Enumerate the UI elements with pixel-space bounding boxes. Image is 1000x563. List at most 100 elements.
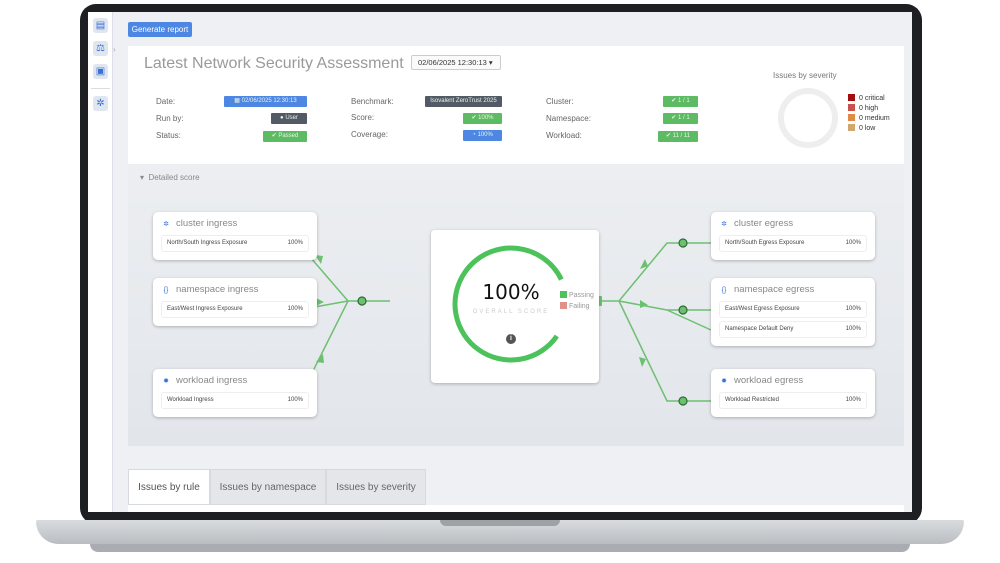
label: Failing	[568, 303, 590, 310]
date-value: 02/06/2025 12:30:13	[241, 98, 297, 104]
check-name: Namespace Default Deny	[725, 326, 794, 332]
check-score: 100%	[845, 326, 861, 332]
check-name: Workload Restricted	[725, 397, 779, 403]
runby-value: User	[285, 115, 298, 121]
check-score: 100%	[287, 240, 303, 246]
tab-issues-by-severity[interactable]: Issues by severity	[326, 469, 426, 505]
arrow-icon	[639, 357, 646, 367]
check-name: North/South Egress Exposure	[725, 240, 805, 246]
check-name: East/West Ingress Exposure	[167, 306, 243, 312]
check-row[interactable]: North/South Egress Exposure 100%	[719, 235, 867, 252]
benchmark-label: Benchmark:	[351, 97, 394, 106]
workload-label: Workload:	[546, 131, 582, 140]
kubernetes-icon[interactable]: ✲	[93, 96, 108, 111]
report-icon[interactable]: ▤	[93, 18, 108, 33]
arrow-icon	[316, 354, 324, 363]
count: 0	[859, 115, 863, 122]
label: high	[864, 105, 879, 112]
check-name: North/South Ingress Exposure	[167, 240, 248, 246]
card-title-text: workload ingress	[176, 375, 248, 386]
count: 0	[859, 125, 863, 132]
assessment-date-select[interactable]: 02/06/2025 12:30:13 ▾	[411, 55, 501, 70]
sidebar: ▤ ⚖ ▣ ✲	[88, 12, 113, 512]
laptop-base-bottom	[90, 544, 910, 552]
egress-lines	[598, 242, 712, 402]
score-value: 100%	[478, 115, 494, 121]
junction-node	[357, 296, 367, 306]
sidebar-divider	[91, 88, 110, 89]
overall-score-label: OVERALL SCORE	[472, 309, 550, 315]
date-badge: ▦ 02/06/2025 12:30:13	[224, 96, 307, 107]
tab-issues-by-rule[interactable]: Issues by rule	[128, 469, 210, 505]
check-icon: ✔	[665, 133, 673, 139]
cluster-icon: ✲	[721, 221, 727, 228]
check-row[interactable]: North/South Ingress Exposure 100%	[161, 235, 309, 252]
caret-down-icon: ▾	[140, 173, 145, 182]
namespace-badge: ✔ 1 / 1	[663, 113, 698, 124]
assessment-summary-card: Latest Network Security Assessment 02/06…	[128, 46, 904, 164]
label: medium	[864, 115, 890, 122]
coverage-label: Coverage:	[351, 130, 388, 139]
severity-critical: 0 critical	[848, 94, 885, 102]
check-row[interactable]: Workload Restricted 100%	[719, 392, 867, 409]
legend-passing: Passing	[560, 291, 594, 299]
check-name: East/West Egress Exposure	[725, 306, 800, 312]
status-label: Status:	[156, 131, 181, 140]
workload-icon: ✹	[163, 378, 169, 385]
overall-score-card: 100% OVERALL SCORE i Passing Failing	[431, 230, 599, 383]
page-title: Latest Network Security Assessment	[144, 55, 404, 72]
card-title-text: workload egress	[734, 375, 804, 386]
check-icon: ✔	[471, 115, 479, 121]
workload-badge: ✔ 11 / 11	[658, 131, 698, 142]
info-icon[interactable]: i	[506, 334, 516, 344]
card-title: ✲ cluster egress	[719, 218, 793, 230]
severity-medium: 0 medium	[848, 114, 890, 122]
score-badge: ✔ 100%	[463, 113, 502, 124]
legend-swatch	[560, 291, 567, 298]
gauge-icon: ◔	[472, 132, 478, 138]
severity-low: 0 low	[848, 124, 875, 132]
user-icon: ●	[280, 115, 286, 121]
legend-swatch	[560, 302, 567, 309]
card-title-text: cluster egress	[734, 218, 794, 229]
count: 0	[859, 95, 863, 102]
label: low	[864, 125, 876, 132]
legend-swatch	[848, 94, 855, 101]
severity-donut	[778, 88, 838, 148]
namespace-icon: {}	[163, 287, 169, 294]
overall-score-value: 100%	[482, 280, 540, 304]
sidebar-expand-chevron-icon[interactable]: ›	[113, 45, 116, 54]
arrow-icon	[315, 255, 323, 264]
legend-failing: Failing	[560, 302, 590, 310]
check-score: 100%	[845, 240, 861, 246]
card-title: {}namespace ingress	[161, 284, 259, 296]
status-value: Passed	[278, 133, 299, 139]
namespace-icon: {}	[721, 287, 727, 294]
tab-issues-by-namespace[interactable]: Issues by namespace	[210, 469, 326, 505]
cluster-badge: ✔ 1 / 1	[663, 96, 698, 107]
cluster-icon: ✲	[163, 221, 169, 228]
card-title: {}namespace egress	[719, 284, 815, 296]
detailed-score-toggle[interactable]: ▾ Detailed score	[140, 173, 200, 182]
overall-score-gauge	[452, 245, 570, 363]
dashboard-icon[interactable]: ▣	[93, 64, 108, 79]
toggle-label: Detailed score	[148, 173, 200, 182]
check-row[interactable]: Namespace Default Deny 100%	[719, 321, 867, 338]
legend-swatch	[848, 104, 855, 111]
card-title: ✹workload egress	[719, 375, 803, 387]
generate-report-button[interactable]: Generate report	[128, 22, 192, 37]
gauge-arc	[452, 245, 570, 363]
coverage-badge: ◔ 100%	[463, 130, 502, 141]
check-score: 100%	[845, 397, 861, 403]
check-icon: ✔	[671, 115, 678, 121]
network-policy-icon[interactable]: ⚖	[93, 41, 108, 56]
